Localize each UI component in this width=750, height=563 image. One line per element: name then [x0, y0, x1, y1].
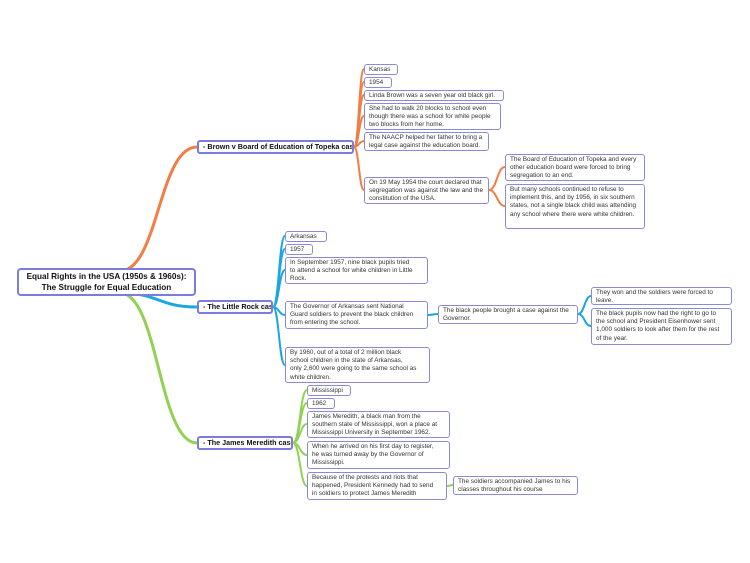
line-brown-board [488, 166, 506, 191]
brown-walk[interactable]: She had to walk 20 blocks to school even… [364, 103, 501, 130]
brown-kansas[interactable]: Kansas [364, 64, 398, 75]
littlerock-won[interactable]: They won and the soldiers were forced to… [591, 287, 732, 305]
littlerock-stats[interactable]: By 1960, out of a total of 2 million bla… [285, 347, 430, 383]
line-brown-court [353, 146, 365, 191]
line-littlerock-stats [272, 306, 286, 366]
brown-naacp[interactable]: The NAACP helped her father to bring a l… [364, 132, 489, 151]
line-littlerock-won [577, 295, 592, 315]
littlerock-pupils[interactable]: In September 1957, nine black pupils tri… [285, 257, 428, 284]
branch-little-rock[interactable]: - The Little Rock case [197, 300, 273, 314]
line-brown-refuse [488, 189, 506, 207]
meredith-soldiers[interactable]: The soldiers accompanied James to his cl… [453, 476, 578, 495]
branch-brown-v-board[interactable]: - Brown v Board of Education of Topeka c… [197, 140, 354, 154]
meredith-mississippi[interactable]: Mississippi [307, 385, 351, 396]
meredith-arrived[interactable]: When he arrived on his first day to regi… [307, 441, 450, 469]
line-littlerock-pupils [272, 269, 286, 308]
brown-court[interactable]: On 19 May 1954 the court declared that s… [364, 177, 489, 204]
brown-linda[interactable]: Linda Brown was a seven year old black g… [364, 90, 504, 101]
line-root-brown [118, 145, 199, 273]
littlerock-arkansas[interactable]: Arkansas [285, 231, 327, 242]
line-littlerock-brought [427, 313, 439, 316]
root-topic[interactable]: Equal Rights in the USA (1950s & 1960s):… [17, 268, 196, 296]
brown-year[interactable]: 1954 [364, 77, 392, 88]
line-meredith-year [292, 402, 308, 444]
meredith-protests[interactable]: Because of the protests and riots that h… [307, 472, 447, 500]
line-littlerock-year [272, 248, 286, 308]
brown-board[interactable]: The Board of Education of Topeka and eve… [505, 154, 645, 181]
littlerock-governor[interactable]: The Governor of Arkansas sent National G… [285, 301, 428, 329]
brown-refuse[interactable]: But many schools continued to refuse to … [505, 184, 645, 229]
littlerock-brought[interactable]: The black people brought a case against … [438, 305, 578, 324]
line-root-meredith [118, 291, 199, 445]
branch-james-meredith[interactable]: - The James Meredith case [197, 436, 293, 450]
meredith-year[interactable]: 1962 [307, 398, 335, 409]
littlerock-year[interactable]: 1957 [285, 244, 313, 255]
meredith-james[interactable]: James Meredith, a black man from the sou… [307, 411, 450, 438]
line-meredith-soldiers [446, 484, 454, 487]
line-meredith-protests [292, 442, 308, 487]
littlerock-eisenhower[interactable]: The black pupils now had the right to go… [591, 308, 732, 345]
line-littlerock-eisenhower [577, 313, 592, 327]
